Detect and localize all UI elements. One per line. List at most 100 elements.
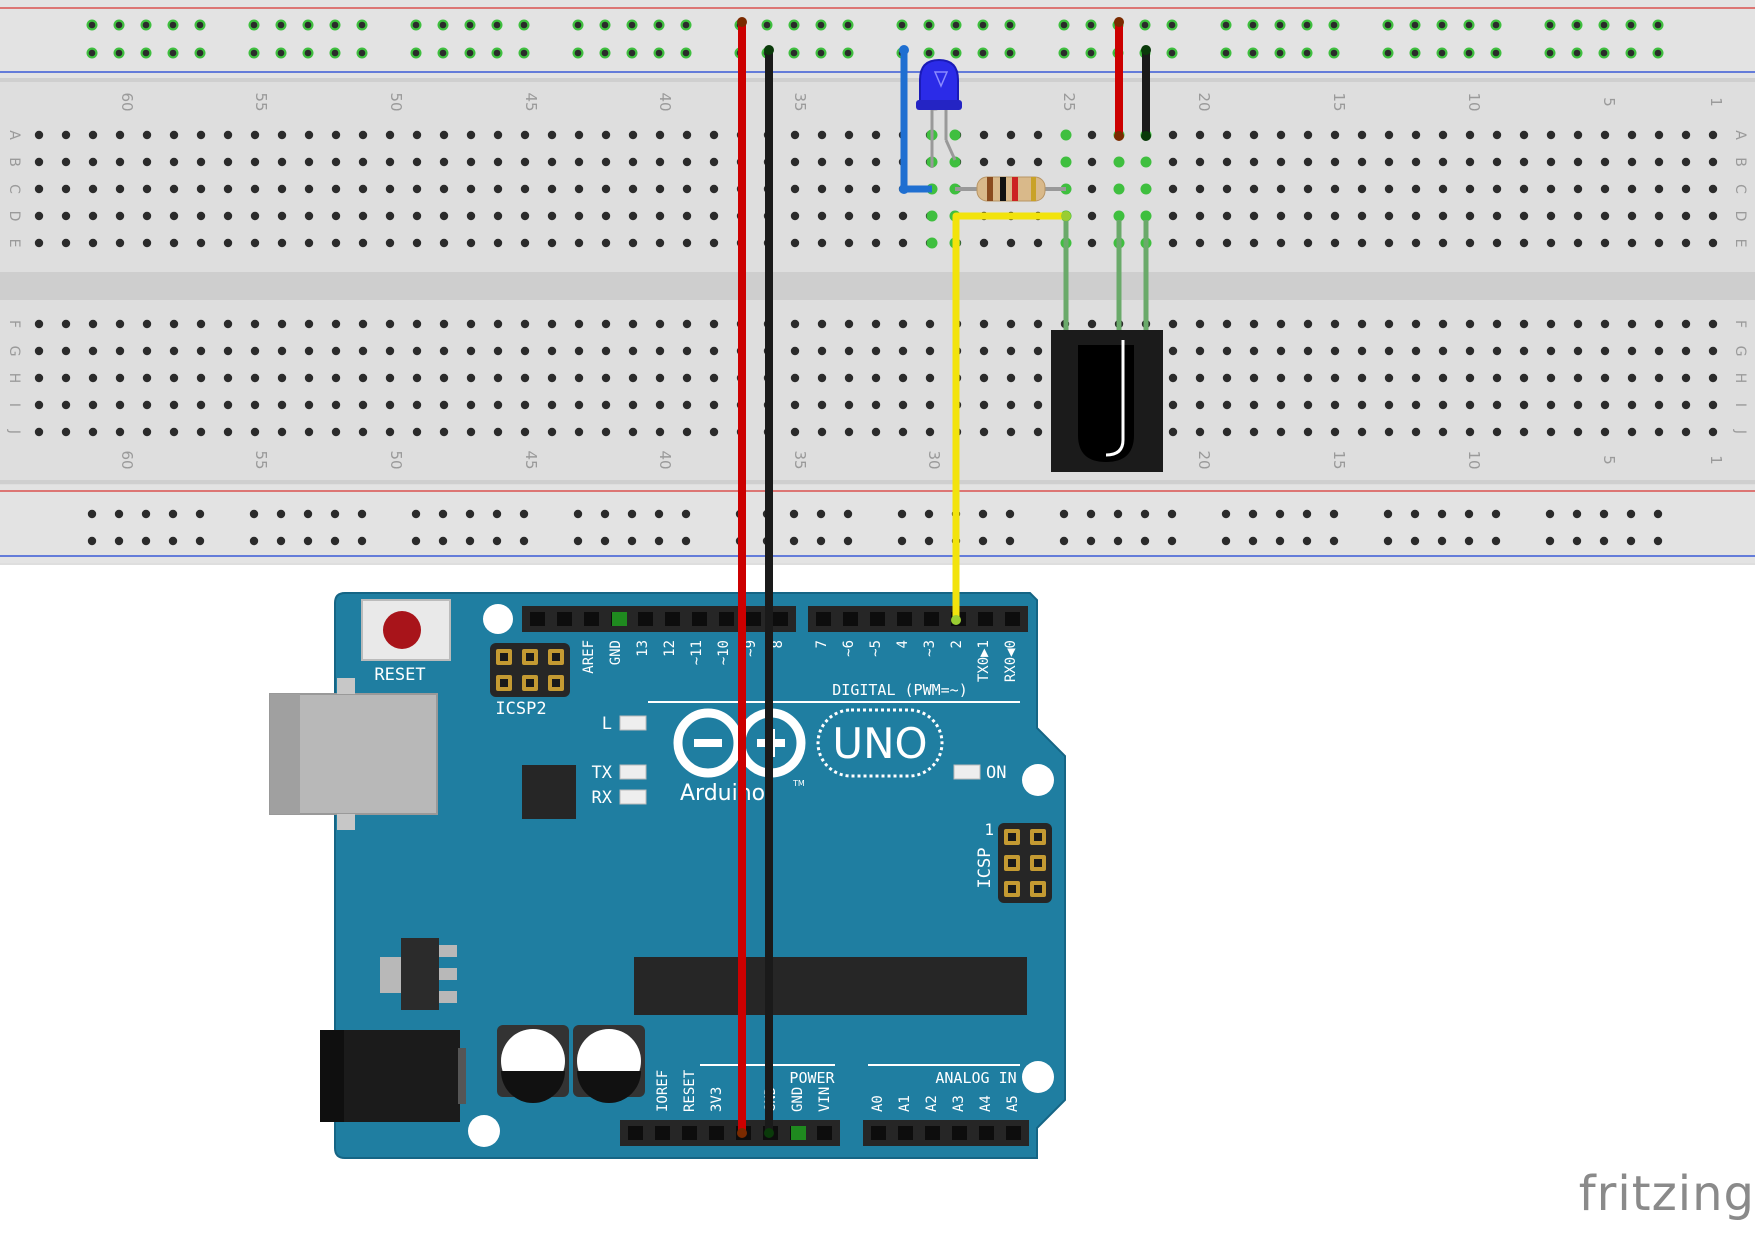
led-on xyxy=(953,764,981,780)
column-number: 35 xyxy=(791,92,809,111)
analog-pin-label: A2 xyxy=(924,1095,940,1112)
column-number: 55 xyxy=(252,92,270,111)
capacitor xyxy=(497,1025,569,1103)
column-number: 60 xyxy=(118,450,136,469)
row-letter: I xyxy=(6,403,22,407)
column-number: 60 xyxy=(118,92,136,111)
column-number: 15 xyxy=(1330,450,1348,469)
row-letter: B xyxy=(6,157,22,167)
column-number: 25 xyxy=(1060,92,1078,111)
row-letter: H xyxy=(1732,373,1748,384)
column-number: 40 xyxy=(656,450,674,469)
led-rx-label: RX xyxy=(592,788,613,808)
analog-pin-label: A5 xyxy=(1005,1095,1021,1112)
row-letter: G xyxy=(6,346,22,357)
column-number: 5 xyxy=(1600,455,1618,465)
row-letter: E xyxy=(1732,239,1748,248)
led-tx-label: TX xyxy=(592,763,613,783)
row-letter: A xyxy=(1732,130,1748,140)
blue-led xyxy=(916,58,962,168)
column-number: 40 xyxy=(656,92,674,111)
digital-pin-label: 8 xyxy=(770,640,786,648)
row-letter: F xyxy=(1732,320,1748,328)
icsp-pin1-label: 1 xyxy=(984,820,994,839)
column-number: 15 xyxy=(1330,92,1348,111)
digital-pin-label: AREF xyxy=(581,640,597,674)
led-tx xyxy=(619,764,647,780)
led-rx xyxy=(619,789,647,805)
analog-label: ANALOG IN xyxy=(935,1069,1016,1087)
mounting-hole xyxy=(468,1115,500,1147)
column-number: 20 xyxy=(1195,92,1213,111)
reset-label: RESET xyxy=(374,665,425,685)
digital-pin-label: ~10 xyxy=(716,640,732,665)
icsp2-header xyxy=(490,643,570,697)
column-number: 30 xyxy=(925,450,943,469)
breadboard: 6060555550504545404035353030252520201515… xyxy=(0,0,1755,565)
digital-pin-label: 7 xyxy=(814,640,830,648)
row-letter: D xyxy=(1732,211,1748,222)
power-label: POWER xyxy=(789,1069,835,1087)
row-letter: A xyxy=(6,130,22,140)
row-letter: J xyxy=(1732,429,1748,434)
row-letter: E xyxy=(6,239,22,248)
row-letter: D xyxy=(6,211,22,222)
column-number: 20 xyxy=(1195,450,1213,469)
column-number: 50 xyxy=(387,92,405,111)
digital-pin-label: ~11 xyxy=(689,640,705,665)
brand-label: Arduino xyxy=(680,781,765,806)
digital-pin-label: ~5 xyxy=(868,640,884,657)
icsp-header xyxy=(998,823,1052,903)
analog-pin-label: A1 xyxy=(897,1095,913,1112)
digital-pin-label: ~6 xyxy=(841,640,857,657)
column-number: 10 xyxy=(1465,450,1483,469)
ir-receiver xyxy=(1051,220,1163,472)
digital-pin-label: ~3 xyxy=(922,640,938,657)
power-pin-label: RESET xyxy=(682,1069,698,1112)
digital-pin-label: 13 xyxy=(635,640,651,657)
wires xyxy=(738,22,1150,1133)
column-number: 35 xyxy=(791,450,809,469)
power-pin-label: 3V3 xyxy=(709,1087,725,1112)
digital-pin-label: TX0▶1 xyxy=(976,640,992,682)
column-number: 1 xyxy=(1707,97,1725,107)
usb-chip xyxy=(522,765,576,819)
analog-pin-label: A3 xyxy=(951,1095,967,1112)
column-number: 5 xyxy=(1600,97,1618,107)
fritzing-watermark: fritzing xyxy=(1578,1166,1755,1222)
voltage-regulator xyxy=(401,938,439,1010)
reset-button-cap xyxy=(383,611,421,649)
mounting-hole xyxy=(1022,1061,1054,1093)
digital-pin-label: ~9 xyxy=(743,640,759,657)
analog-pin-label: A4 xyxy=(978,1095,994,1112)
power-pin-label: GND xyxy=(790,1087,806,1112)
column-number: 10 xyxy=(1465,92,1483,111)
row-letter: G xyxy=(1732,346,1748,357)
digital-pin-label: 4 xyxy=(895,640,911,648)
column-number: 1 xyxy=(1707,455,1725,465)
led-l xyxy=(619,715,647,731)
mounting-hole xyxy=(1022,764,1054,796)
led-l-label: L xyxy=(602,714,612,734)
mounting-hole xyxy=(483,604,513,634)
column-number: 55 xyxy=(252,450,270,469)
icsp-label: ICSP xyxy=(975,848,995,889)
trademark-label: TM xyxy=(792,779,805,788)
row-letter: B xyxy=(1732,157,1748,167)
model-label: UNO xyxy=(832,719,927,768)
board-pcb xyxy=(334,592,1066,1159)
row-letter: J xyxy=(6,429,22,434)
yellow-wire xyxy=(952,212,1066,620)
digital-label: DIGITAL (PWM=~) xyxy=(832,681,967,699)
row-letter: C xyxy=(1732,184,1748,194)
digital-pin-label: 2 xyxy=(949,640,965,648)
capacitor xyxy=(573,1025,645,1103)
digital-pin-label: GND xyxy=(608,640,624,665)
power-pin-label: VIN xyxy=(817,1087,833,1112)
column-number: 50 xyxy=(387,450,405,469)
row-letter: H xyxy=(6,373,22,384)
row-letter: C xyxy=(6,184,22,194)
